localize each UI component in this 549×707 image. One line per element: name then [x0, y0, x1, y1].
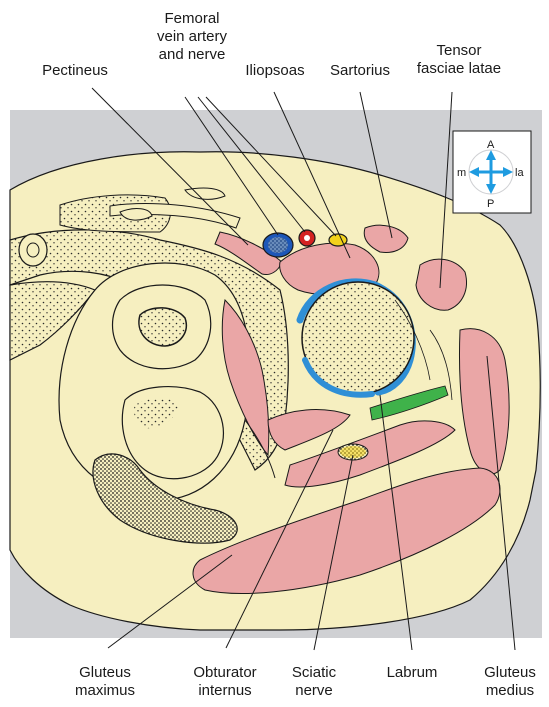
- label-sciatic-line1: Sciatic: [274, 664, 354, 682]
- label-sciatic-nerve: Sciatic nerve: [274, 664, 354, 700]
- label-tensor-fasciae-latae: Tensor fasciae latae: [404, 42, 514, 78]
- femoral-artery-lumen: [304, 235, 310, 241]
- femoral-vein-dots: [268, 237, 288, 253]
- label-gluteus-maximus-line2: maximus: [60, 682, 150, 700]
- label-femoral-vessels: Femoral vein artery and nerve: [137, 10, 247, 64]
- label-pectineus: Pectineus: [20, 62, 130, 80]
- label-gluteus-maximus: Gluteus maximus: [60, 664, 150, 700]
- compass-lateral: la: [515, 167, 524, 179]
- label-iliopsoas: Iliopsoas: [230, 62, 320, 80]
- label-femoral-line1: Femoral: [137, 10, 247, 28]
- small-vessel-left: [19, 234, 47, 266]
- label-tensor-line2: fasciae latae: [404, 60, 514, 78]
- label-tensor-line1: Tensor: [404, 42, 514, 60]
- compass-anterior: A: [487, 139, 495, 151]
- label-sciatic-line2: nerve: [274, 682, 354, 700]
- compass-medial: m: [457, 167, 466, 179]
- label-sartorius: Sartorius: [318, 62, 402, 80]
- label-gluteus-medius-line2: medius: [474, 682, 546, 700]
- label-pectineus-text: Pectineus: [20, 62, 130, 80]
- label-labrum-text: Labrum: [372, 664, 452, 682]
- label-obturator-line1: Obturator: [180, 664, 270, 682]
- label-gluteus-medius-line1: Gluteus: [474, 664, 546, 682]
- orientation-compass: A P m la: [453, 131, 531, 213]
- label-obturator-line2: internus: [180, 682, 270, 700]
- label-femoral-line2: vein artery: [137, 28, 247, 46]
- label-iliopsoas-text: Iliopsoas: [230, 62, 320, 80]
- femoral-nerve: [329, 234, 347, 246]
- label-sartorius-text: Sartorius: [318, 62, 402, 80]
- compass-posterior: P: [487, 198, 494, 210]
- label-labrum: Labrum: [372, 664, 452, 682]
- label-obturator-internus: Obturator internus: [180, 664, 270, 700]
- label-gluteus-medius: Gluteus medius: [474, 664, 546, 700]
- label-gluteus-maximus-line1: Gluteus: [60, 664, 150, 682]
